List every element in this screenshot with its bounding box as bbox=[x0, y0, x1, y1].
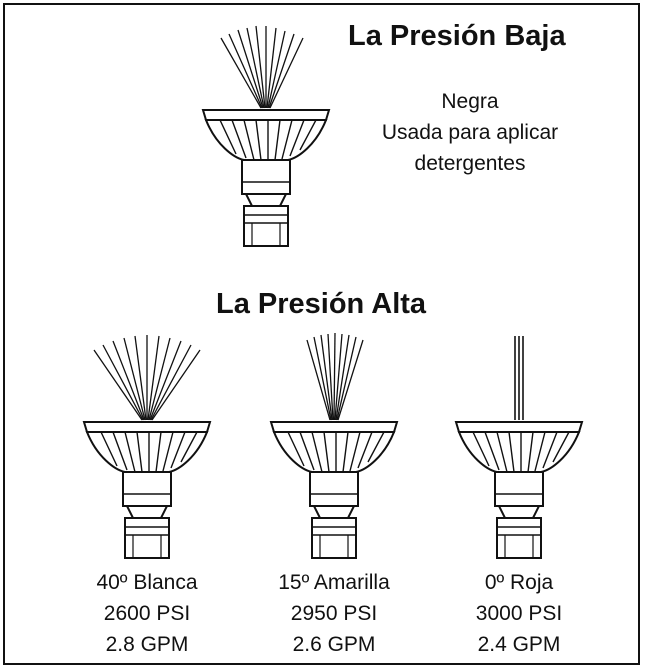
nozzle-40-gpm: 2.8 GPM bbox=[105, 633, 189, 656]
nozzle-caption-15: 15º Amarilla 2950 PSI 2.6 GPM bbox=[234, 567, 434, 660]
high-pressure-title: La Presión Alta bbox=[216, 288, 427, 320]
low-pressure-usage: Usada para aplicar bbox=[381, 121, 559, 144]
nozzle-0-psi: 3000 PSI bbox=[475, 602, 563, 625]
low-pressure-color: Negra bbox=[441, 90, 499, 113]
low-pressure-description: Negra Usada para aplicar detergentes bbox=[370, 86, 570, 179]
0-degree-spray-nozzle-icon bbox=[455, 336, 583, 559]
nozzle-caption-0: 0º Roja 3000 PSI 2.4 GPM bbox=[419, 567, 619, 660]
40-degree-spray-nozzle-icon bbox=[83, 335, 211, 559]
diagram-frame bbox=[3, 3, 640, 665]
nozzle-15-gpm: 2.6 GPM bbox=[292, 633, 376, 656]
nozzle-0-label: 0º Roja bbox=[484, 571, 554, 594]
15-degree-spray-nozzle-icon bbox=[270, 332, 398, 559]
nozzle-0-gpm: 2.4 GPM bbox=[477, 633, 561, 656]
nozzle-40-label: 40º Blanca bbox=[96, 571, 198, 594]
nozzle-caption-40: 40º Blanca 2600 PSI 2.8 GPM bbox=[47, 567, 247, 660]
nozzle-15-psi: 2950 PSI bbox=[290, 602, 378, 625]
low-pressure-title: La Presión Baja bbox=[348, 20, 566, 52]
nozzle-40-psi: 2600 PSI bbox=[103, 602, 191, 625]
wide-spray-nozzle-icon bbox=[202, 25, 330, 247]
nozzle-15-label: 15º Amarilla bbox=[278, 571, 390, 594]
low-pressure-usage-cont: detergentes bbox=[414, 152, 526, 175]
